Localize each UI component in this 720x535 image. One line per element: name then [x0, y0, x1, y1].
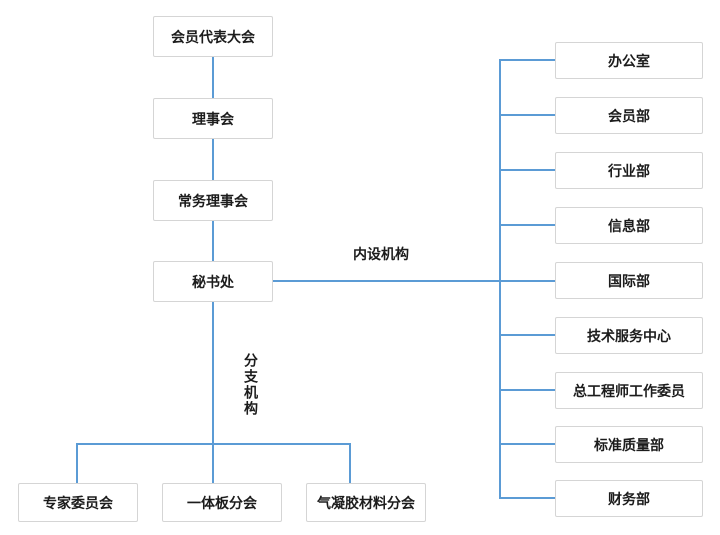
branch-finance-line: [500, 497, 555, 499]
node-integrated-panel: 一体板分会: [162, 483, 282, 522]
node-international-dept: 国际部: [555, 262, 703, 299]
node-chief-engineer-cmte: 总工程师工作委员: [555, 372, 703, 409]
node-finance-dept: 财务部: [555, 480, 703, 517]
node-standing-council: 常务理事会: [153, 180, 273, 221]
connector-secretariat-internal: [273, 280, 555, 282]
drop-integrated-panel: [212, 443, 214, 483]
drop-aerogel-materials: [349, 443, 351, 483]
node-office: 办公室: [555, 42, 703, 79]
node-secretariat: 秘书处: [153, 261, 273, 302]
node-expert-committee: 专家委员会: [18, 483, 138, 522]
branch-orgs-label: 分支机构: [243, 353, 259, 417]
branch-standards-line: [500, 443, 555, 445]
connector-secretariat-branches: [212, 302, 214, 444]
node-council: 理事会: [153, 98, 273, 139]
internal-trunk-line: [499, 59, 501, 499]
node-standards-quality: 标准质量部: [555, 426, 703, 463]
connector-standing-secretariat: [212, 221, 214, 261]
branch-information-line: [500, 224, 555, 226]
connector-council-standing: [212, 139, 214, 180]
node-membership-dept: 会员部: [555, 97, 703, 134]
node-tech-service-center: 技术服务中心: [555, 317, 703, 354]
node-aerogel-materials: 气凝胶材料分会: [306, 483, 426, 522]
branch-membership-line: [500, 114, 555, 116]
node-member-congress: 会员代表大会: [153, 16, 273, 57]
branch-industry-line: [500, 169, 555, 171]
connector-congress-council: [212, 57, 214, 98]
branch-office-line: [500, 59, 555, 61]
drop-expert-committee: [76, 443, 78, 483]
node-information-dept: 信息部: [555, 207, 703, 244]
branch-chief-engineer-line: [500, 389, 555, 391]
node-industry-dept: 行业部: [555, 152, 703, 189]
branch-tech-service-line: [500, 334, 555, 336]
internal-orgs-label: 内设机构: [353, 246, 409, 262]
